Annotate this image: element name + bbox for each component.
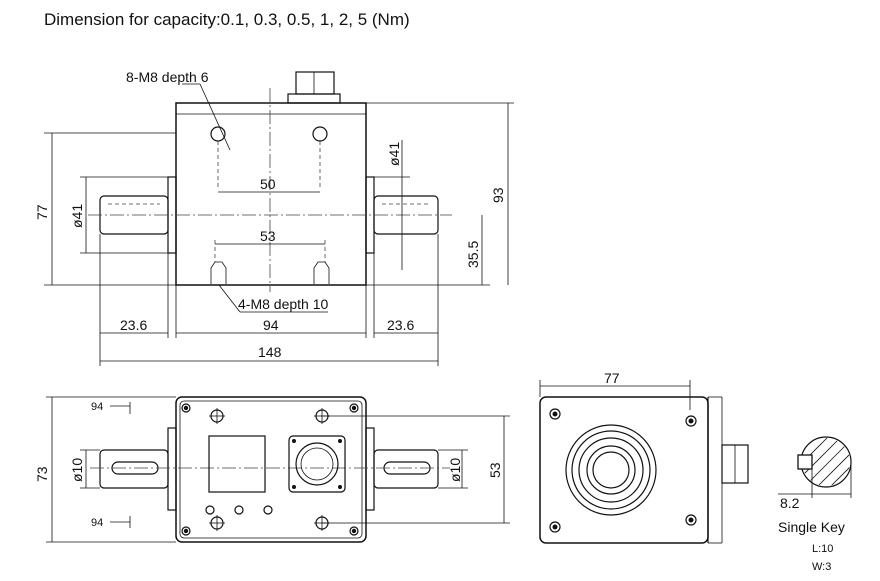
connector-square — [288, 435, 346, 493]
side-view — [539, 380, 749, 544]
connector-base — [287, 93, 341, 104]
connector-top — [295, 71, 335, 95]
dim-148: 148 — [258, 344, 282, 360]
dim-23-6-right: 23.6 — [387, 317, 414, 333]
key-label: Single Key — [778, 519, 845, 535]
hole-bottom-label: 4-M8 depth 10 — [238, 296, 328, 312]
top-view — [46, 396, 510, 543]
dim-10-left: ø10 — [69, 458, 85, 482]
section-mark-bottom: 94 — [91, 517, 103, 529]
dim-10-right: ø10 — [447, 458, 463, 482]
dim-41-left: ø41 — [69, 204, 85, 228]
key-slot — [797, 454, 813, 470]
dim-73: 73 — [34, 466, 50, 482]
front-body — [175, 102, 367, 286]
dim-77: 77 — [34, 204, 50, 220]
key-detail — [778, 436, 852, 498]
dim-94: 94 — [263, 317, 279, 333]
dim-23-6-left: 23.6 — [120, 317, 147, 333]
key-width: W:3 — [812, 561, 831, 573]
key-length: L:10 — [812, 543, 833, 555]
key-dim-8-2: 8.2 — [780, 495, 800, 511]
section-mark-top: 94 — [91, 401, 103, 413]
top-left-shaft — [99, 449, 169, 489]
dim-53-top: 53 — [487, 462, 503, 478]
side-body — [539, 396, 709, 544]
hole-top-label: 8-M8 depth 6 — [126, 69, 209, 85]
top-right-shaft — [373, 449, 439, 489]
front-view — [44, 71, 514, 366]
dim-50: 50 — [260, 176, 276, 192]
drawing-title: Dimension for capacity:0.1, 0.3, 0.5, 1,… — [44, 10, 410, 29]
dim-53: 53 — [260, 228, 276, 244]
dim-41-right: ø41 — [386, 142, 402, 166]
dim-93: 93 — [490, 187, 506, 203]
dim-35-5: 35.5 — [465, 241, 481, 268]
display-window — [208, 435, 266, 493]
side-dim-77: 77 — [604, 370, 620, 386]
